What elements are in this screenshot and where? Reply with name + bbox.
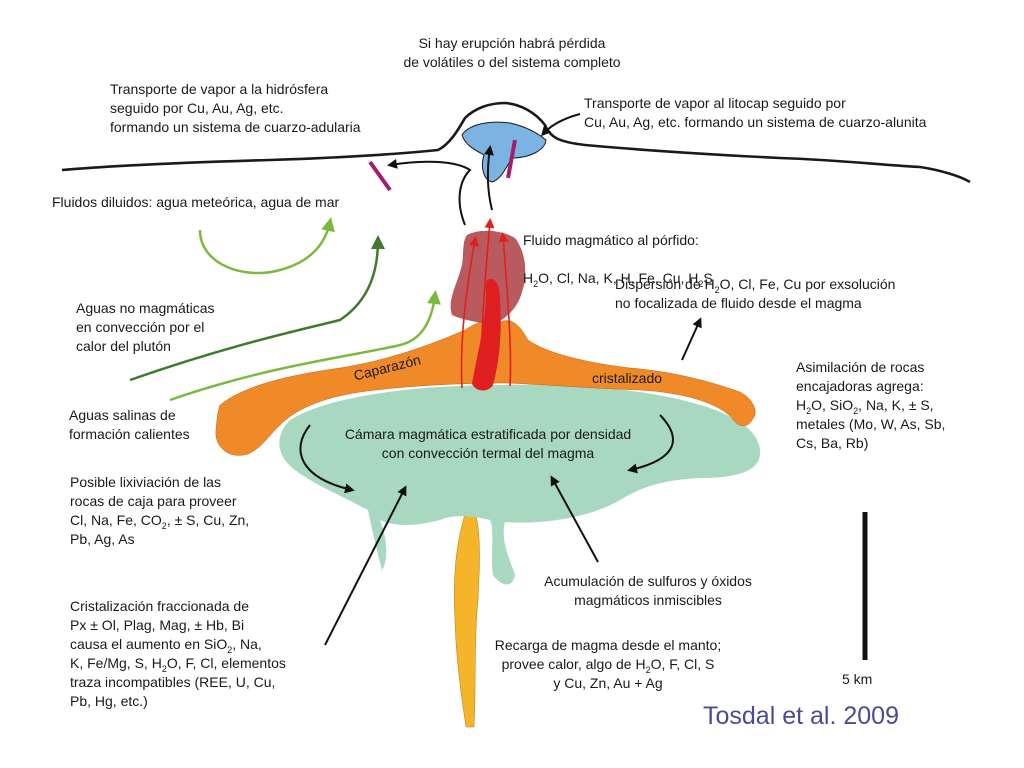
lithocap: [461, 121, 547, 183]
dispersion-arrow: [681, 317, 702, 361]
saline-water-label: Aguas salinas de formación calientes: [69, 407, 190, 442]
magmatic-fluid-line-1: [460, 236, 479, 389]
magma-chamber: [279, 384, 761, 585]
vapor-to-hydrosphere-arrow: [387, 158, 472, 226]
recharge-label: Recarga de magma desde el manto; provee …: [494, 637, 722, 691]
dispersion-label: Dispersión de H2O, Cl, Fe, Cu por exsolu…: [615, 276, 896, 311]
leaching-label: Posible lixiviación de las rocas de caja…: [70, 474, 250, 547]
adularia-vein: [368, 160, 392, 192]
lithocap-label: Transporte de vapor al litocap seguido p…: [584, 95, 927, 130]
eruption-label: Si hay erupción habrá pérdida de volátil…: [403, 35, 621, 70]
ground-surface: [61, 101, 971, 184]
saline-water-arrow: [169, 290, 441, 402]
dilute-fluids-label: Fluidos diluidos: agua meteórica, agua d…: [52, 194, 340, 210]
magmatic-fluid-line-2: [480, 218, 495, 389]
non-magmatic-label: Aguas no magmáticas en convección por el…: [76, 300, 215, 354]
convection-arrow-left: [299, 424, 355, 494]
carapace-label-right: cristalizado: [592, 370, 663, 386]
porphyry-cupola: [450, 230, 526, 325]
lithocap-transport-arrow: [540, 113, 581, 137]
chamber-label: Cámara magmática estratificada por densi…: [344, 426, 632, 461]
fractional-crystallization-label: Cristalización fraccionada de Px ± Ol, P…: [70, 598, 286, 709]
meteoric-convection-arrow: [198, 217, 335, 275]
non-magmatic-convection-arrow: [129, 235, 385, 382]
magmatic-fluid-line-3: [498, 232, 512, 387]
recharge-dike: [453, 499, 480, 728]
vapor-to-lithocap-arrow: [484, 145, 494, 211]
porphyry-fluid-label: Fluido magmático al pórfido: H2O, Cl, Na…: [523, 212, 773, 288]
hydrosphere-label: Transporte de vapor a la hidrósfera segu…: [110, 81, 361, 135]
porphyry-dike: [472, 278, 501, 391]
scale-label: 5 km: [842, 671, 873, 687]
fractionation-arrow: [324, 485, 407, 646]
sulfide-arrow: [550, 475, 599, 563]
convection-arrow-right: [627, 414, 674, 474]
alunite-vein: [506, 139, 517, 179]
assimilation-label: Asimilación de rocas encajadoras agrega:…: [796, 359, 946, 451]
sulfide-label: Acumulación de sulfuros y óxidos magmáti…: [544, 573, 752, 608]
porphyry-fluid-title: Fluido magmático al pórfido:: [523, 232, 699, 248]
porphyry-fluid-species: H2O, Cl, Na, K, H, Fe, Cu, H2S: [523, 270, 713, 289]
credit-label: Tosdal et al. 2009: [703, 702, 899, 730]
